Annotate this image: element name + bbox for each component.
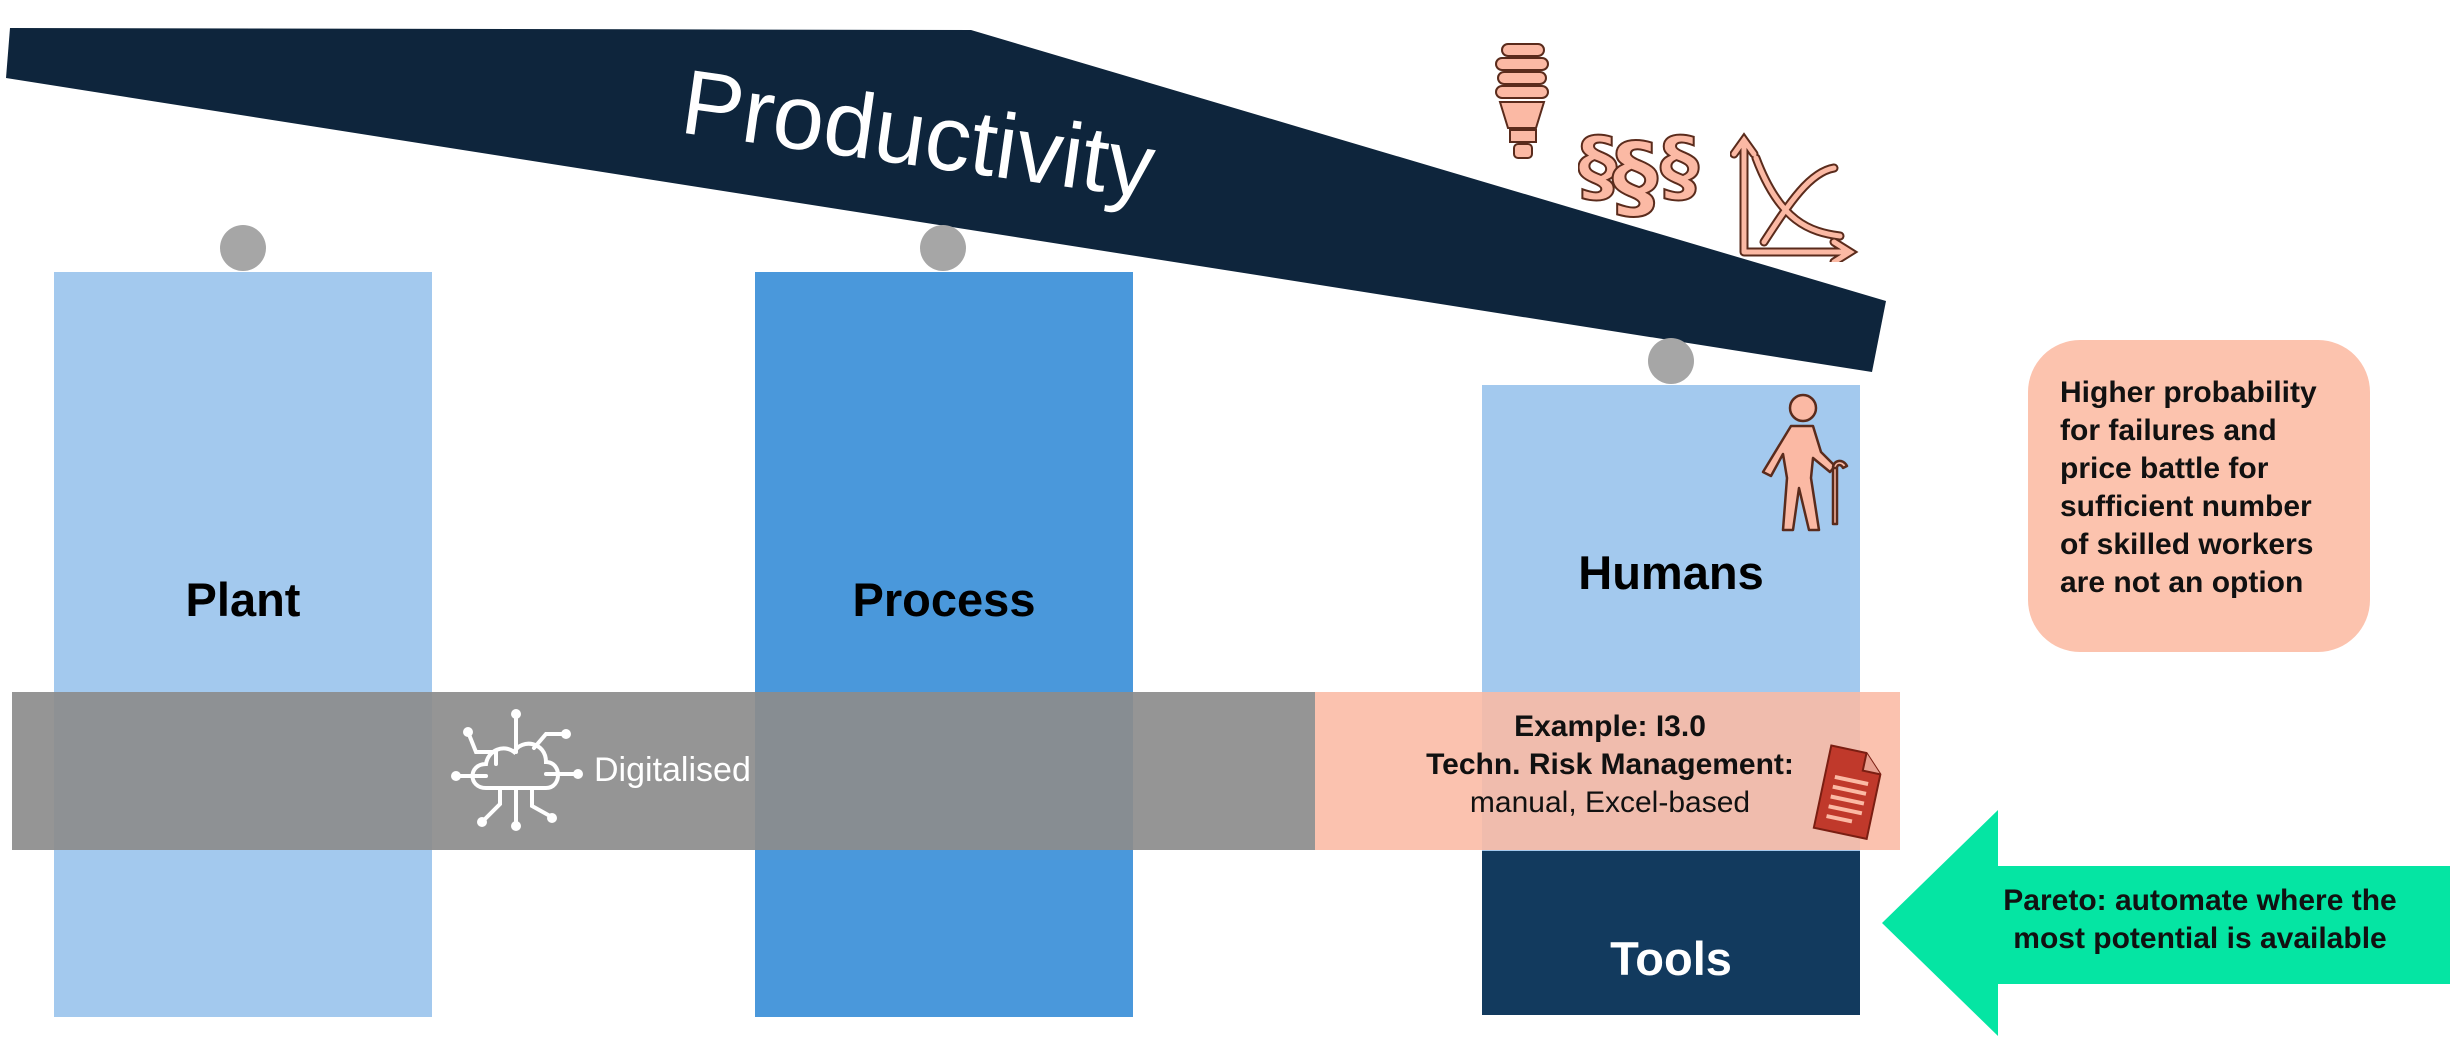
- svg-text:§: §: [1578, 122, 1617, 212]
- callout-box: Higher probability for failures and pric…: [2028, 340, 2370, 652]
- pareto-line-1: Pareto: automate where the: [2003, 884, 2397, 917]
- callout-line-5: of skilled workers: [2060, 528, 2314, 561]
- plant-pivot: [220, 225, 266, 271]
- chart-icon: [1730, 132, 1859, 262]
- productivity-beam: [6, 28, 1886, 372]
- document-icon: [1812, 744, 1882, 840]
- process-pivot: [920, 225, 966, 271]
- callout-line-1: Higher probability: [2060, 376, 2317, 409]
- example-title: Example: I3.0: [1514, 710, 1706, 743]
- pareto-line-2: most potential is available: [2013, 922, 2387, 955]
- pareto-arrow: [1882, 810, 2450, 1036]
- example-text: Example: I3.0 Techn. Risk Management: ma…: [1360, 708, 1860, 822]
- svg-text:§: §: [1612, 123, 1658, 218]
- elderly-person-icon: [1761, 393, 1849, 532]
- svg-text:§: §: [1660, 122, 1699, 212]
- example-subtitle: Techn. Risk Management:: [1426, 748, 1794, 781]
- lightbulb-icon: [1495, 43, 1549, 159]
- example-band: [1315, 692, 1900, 850]
- cloud-network-icon: [451, 709, 583, 831]
- plant-label: Plant: [185, 573, 301, 626]
- callout-line-3: price battle for: [2060, 452, 2269, 485]
- process-pillar: Process: [755, 272, 1133, 1017]
- digitalised-band: [12, 692, 1315, 850]
- example-detail: manual, Excel-based: [1469, 786, 1751, 819]
- tools-pillar: Tools: [1482, 851, 1860, 1015]
- humans-pivot: [1648, 338, 1694, 384]
- digitalised-label: Digitalised: [594, 751, 751, 789]
- callout-line-6: are not an option: [2060, 566, 2304, 599]
- process-label: Process: [852, 573, 1036, 626]
- tools-label: Tools: [1610, 932, 1732, 985]
- humans-label: Humans: [1578, 546, 1764, 599]
- pareto-text: Pareto: automate where the most potentia…: [1970, 882, 2430, 958]
- paragraph-icon: § § §: [1578, 121, 1700, 218]
- callout-line-4: sufficient number: [2060, 490, 2312, 523]
- callout-line-2: for failures and: [2060, 414, 2277, 447]
- plant-pillar: Plant: [54, 272, 432, 1017]
